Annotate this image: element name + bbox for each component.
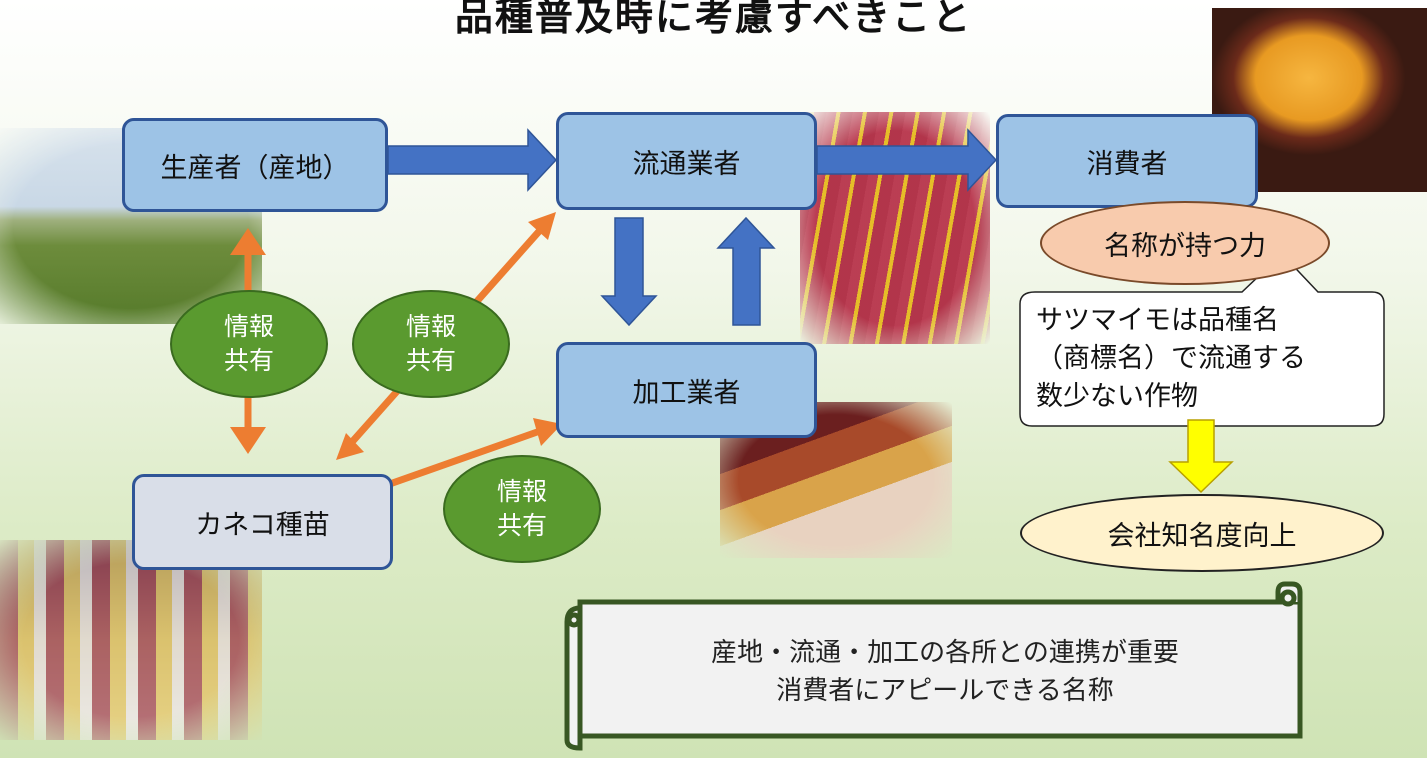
- arrow-distributor-to-processor: [600, 217, 658, 327]
- node-kaneko-label: カネコ種苗: [195, 509, 330, 541]
- callout-line: 数少ない作物: [1036, 381, 1198, 412]
- scroll-line: 産地・流通・加工の各所との連携が重要: [711, 638, 1179, 668]
- scroll-banner: [564, 581, 1303, 751]
- arrowhead-upright: [528, 212, 556, 240]
- info-share-text: 情報: [223, 312, 274, 341]
- callout-line: （商標名）で流通する: [1036, 343, 1306, 374]
- callout-text: サツマイモは品種名 （商標名）で流通する 数少ない作物: [1036, 302, 1306, 416]
- info-share-text: 共有: [223, 346, 274, 375]
- node-consumer: 消費者: [996, 114, 1258, 208]
- node-distributor: 流通業者: [556, 112, 817, 210]
- arrow-distributor-to-consumer: [816, 128, 998, 192]
- info-share-text: 情報: [496, 477, 547, 506]
- arrowhead-downleft: [336, 433, 364, 460]
- company-recognition-label: 会社知名度向上: [1107, 520, 1297, 552]
- callout-bubble: [1019, 252, 1385, 427]
- arrow-producer-to-distributor: [387, 128, 558, 192]
- callout-line: サツマイモは品種名: [1036, 305, 1279, 336]
- info-share-ellipse-2: 情報共有: [352, 290, 510, 398]
- name-power-ellipse: 名称が持つ力: [1040, 201, 1330, 285]
- scroll-line: 消費者にアピールできる名称: [776, 676, 1114, 706]
- info-share-text: 共有: [496, 511, 547, 540]
- node-producer: 生産者（産地）: [122, 118, 388, 212]
- node-processor: 加工業者: [556, 342, 817, 438]
- info-share-text: 情報: [405, 312, 456, 341]
- node-consumer-label: 消費者: [1086, 148, 1168, 180]
- info-share-ellipse-3: 情報共有: [443, 455, 601, 563]
- store-display-photo: [0, 540, 262, 740]
- node-kaneko: カネコ種苗: [132, 474, 393, 570]
- yellow-down-arrow: [1168, 419, 1234, 494]
- node-processor-label: 加工業者: [632, 377, 741, 409]
- page-title: 品種普及時に考慮すべきこと: [454, 0, 973, 39]
- company-recognition-ellipse: 会社知名度向上: [1020, 494, 1384, 572]
- info-share-text: 共有: [405, 346, 456, 375]
- arrowhead-right: [533, 418, 562, 446]
- node-producer-label: 生産者（産地）: [160, 152, 350, 184]
- arrow-processor-to-distributor: [716, 216, 776, 326]
- info-share-ellipse-1: 情報共有: [170, 290, 328, 398]
- name-power-label: 名称が持つ力: [1104, 230, 1266, 262]
- node-distributor-label: 流通業者: [632, 148, 741, 180]
- arrowhead-up: [230, 228, 266, 255]
- scroll-text: 産地・流通・加工の各所との連携が重要 消費者にアピールできる名称: [600, 634, 1290, 710]
- arrowhead-down: [230, 427, 266, 454]
